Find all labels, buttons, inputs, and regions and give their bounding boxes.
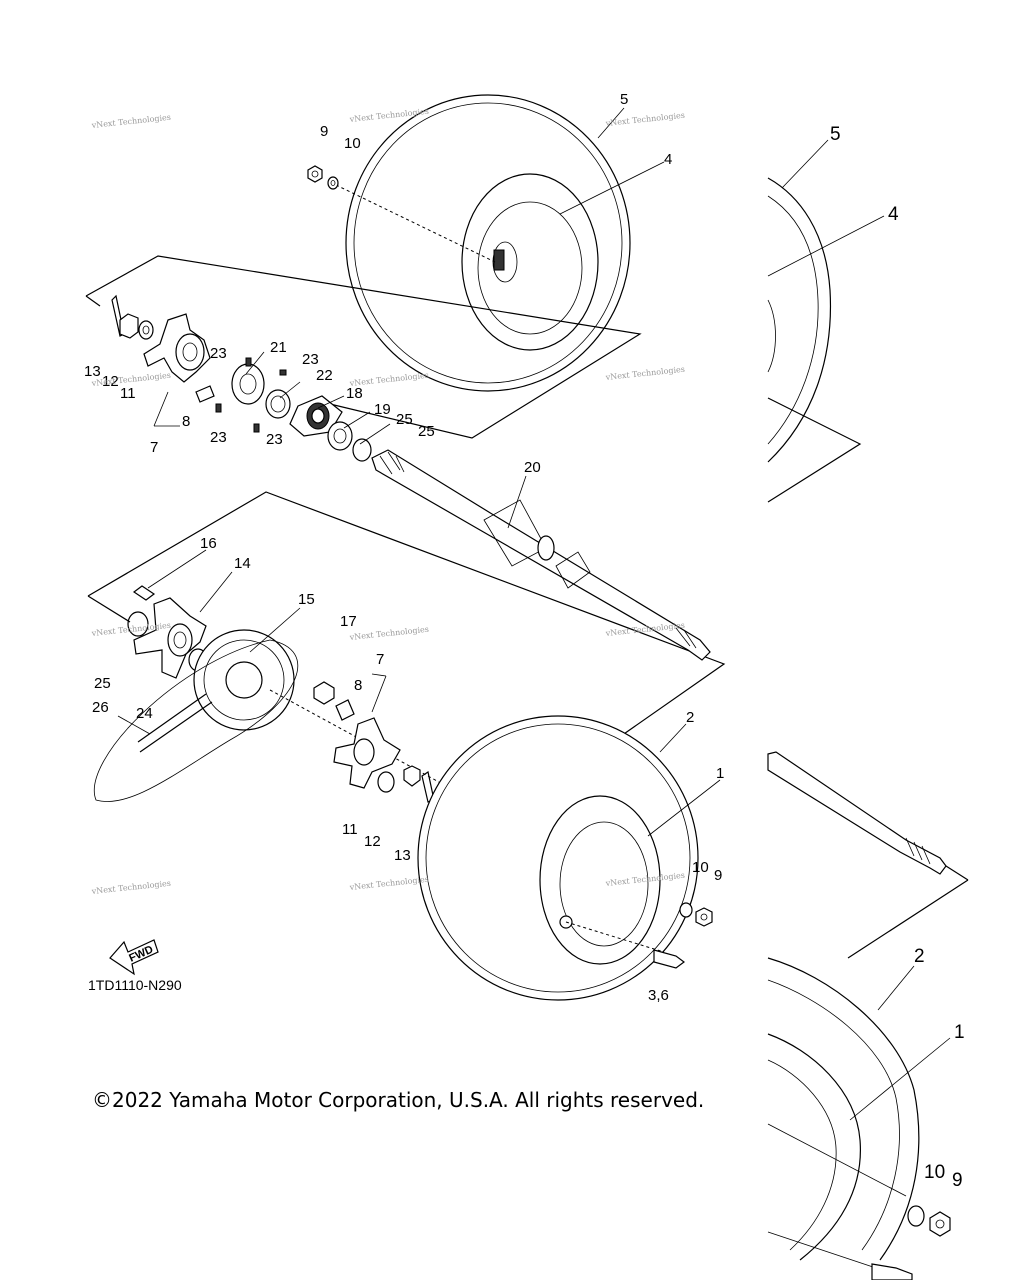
- diagram-code: 1TD1110-N290: [88, 977, 182, 993]
- callout-7-lower: 7: [376, 651, 384, 668]
- washer-10-upper: [327, 176, 339, 190]
- callout-23-c: 23: [210, 429, 227, 446]
- upper-hub-assembly: [111, 294, 372, 462]
- callout-4: 4: [664, 151, 672, 168]
- callout-23-b: 23: [302, 351, 319, 368]
- callout-25-c: 25: [94, 675, 111, 692]
- callout-12-lower: 12: [364, 833, 381, 850]
- callout-9-upper: 9: [320, 123, 328, 140]
- zoom-callout-1: 1: [954, 1022, 965, 1043]
- callout-24: 24: [136, 705, 153, 722]
- callout-5: 5: [620, 91, 628, 108]
- lower-wheel: [417, 715, 699, 1001]
- zoom-callout-4: 4: [888, 204, 899, 225]
- callout-1: 1: [716, 765, 724, 782]
- upper-wheel: [345, 94, 631, 392]
- copyright-notice: ©2022 Yamaha Motor Corporation, U.S.A. A…: [92, 1088, 705, 1112]
- callout-18: 18: [346, 385, 363, 402]
- callout-19: 19: [374, 401, 391, 418]
- svg-text:vNext Technologies: vNext Technologies: [348, 875, 429, 892]
- svg-text:FWD: FWD: [127, 944, 155, 965]
- zoom-crop-lower: 2 1 10 9: [767, 946, 965, 1280]
- zoom-callout-5: 5: [830, 124, 841, 145]
- valve-stem: [653, 949, 685, 969]
- fwd-arrow-icon: FWD: [109, 939, 159, 976]
- callout-10-upper: 10: [344, 135, 361, 152]
- leader-lines: [117, 107, 721, 837]
- valve-line: [565, 921, 665, 953]
- callout-17: 17: [340, 613, 357, 630]
- zoom-callout-9: 9: [952, 1170, 963, 1191]
- callout-11-upper: 11: [120, 385, 136, 402]
- svg-text:vNext Technologies: vNext Technologies: [604, 365, 685, 382]
- svg-text:vNext Technologies: vNext Technologies: [604, 111, 685, 128]
- callout-11-lower: 11: [342, 821, 358, 838]
- sprocket-assembly: [93, 585, 355, 802]
- nut-9-lower: [695, 907, 713, 927]
- svg-text:vNext Technologies: vNext Technologies: [348, 371, 429, 388]
- callout-23-a: 23: [210, 345, 227, 362]
- callout-15: 15: [298, 591, 315, 608]
- svg-text:vNext Technologies: vNext Technologies: [90, 113, 171, 130]
- callout-23-d: 23: [266, 431, 283, 448]
- callout-16: 16: [200, 535, 217, 552]
- washer-10-lower: [679, 902, 693, 918]
- callouts: 5 4 9 10 13 12 11 8 7 23 21 23 22 18 19 …: [84, 91, 724, 1004]
- lower-axle-line: [269, 689, 561, 849]
- callout-21: 21: [270, 339, 287, 356]
- callout-22: 22: [316, 367, 333, 384]
- zoom-crop-upper: 5 4: [767, 124, 899, 503]
- zoom-crop-middle: [767, 751, 969, 959]
- callout-10-lower: 10: [692, 859, 709, 876]
- svg-text:vNext Technologies: vNext Technologies: [90, 879, 171, 896]
- callout-25-b: 25: [418, 423, 435, 440]
- callout-7-upper: 7: [150, 439, 158, 456]
- lower-hub: [333, 717, 435, 803]
- callout-13-lower: 13: [394, 847, 411, 864]
- zoom-callout-10: 10: [924, 1162, 945, 1183]
- callout-20: 20: [524, 459, 541, 476]
- callout-25-a: 25: [396, 411, 413, 428]
- zoom-callout-2: 2: [914, 946, 925, 967]
- middle-frame: [87, 491, 726, 767]
- callout-13-upper: 13: [84, 363, 101, 380]
- svg-text:vNext Technologies: vNext Technologies: [348, 625, 429, 642]
- nut-9-upper: [307, 165, 323, 183]
- callout-2: 2: [686, 709, 694, 726]
- callout-3-6: 3,6: [648, 987, 669, 1004]
- callout-8-lower: 8: [354, 677, 362, 694]
- axle-shaft: [371, 449, 711, 661]
- callout-9-lower: 9: [714, 867, 722, 884]
- callout-8-upper: 8: [182, 413, 190, 430]
- upper-frame: [85, 255, 642, 439]
- callout-14: 14: [234, 555, 251, 572]
- callout-26: 26: [92, 699, 109, 716]
- callout-12-upper: 12: [102, 373, 119, 390]
